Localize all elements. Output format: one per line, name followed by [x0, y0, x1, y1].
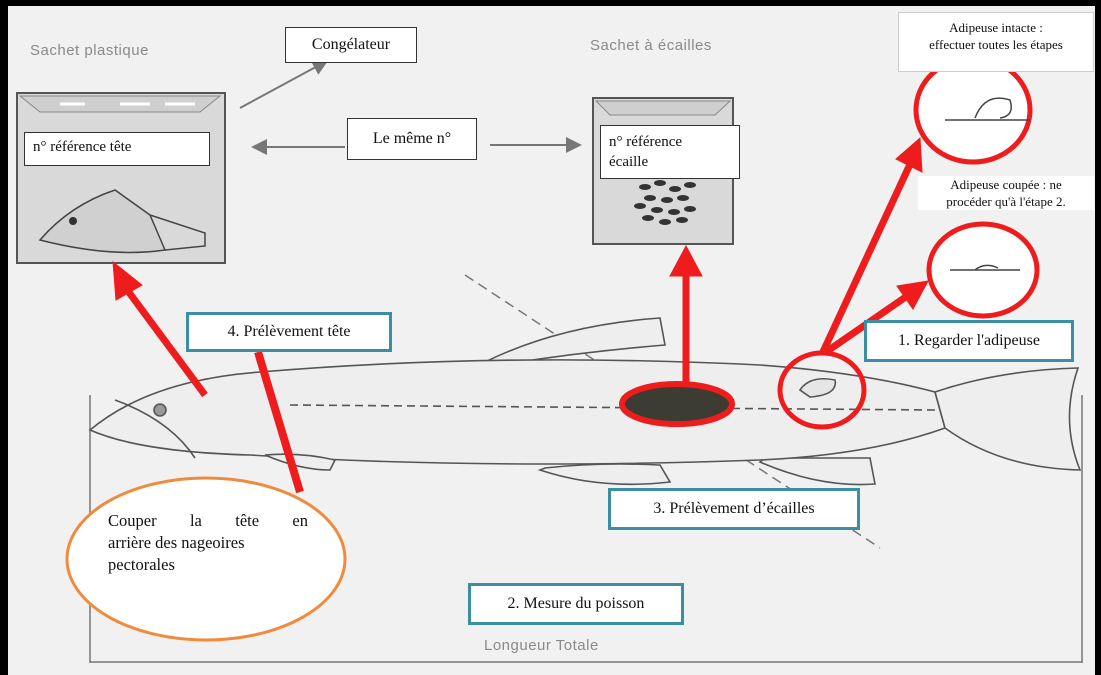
step-3-text: 3. Prélèvement d’écailles	[653, 500, 815, 517]
same-number-text: Le même n°	[372, 130, 452, 147]
callout-oval	[65, 476, 347, 642]
callout-line3: pectorales	[108, 555, 175, 574]
fish-drawing	[88, 317, 1082, 486]
adipose-intact-line2: effectuer toutes les étapes	[929, 37, 1063, 52]
adipose-intact-note: Adipeuse intacte : effectuer toutes les …	[898, 12, 1094, 72]
adipose-sketches	[945, 97, 1030, 271]
step-1-text: 1. Regarder l'adipeuse	[898, 332, 1040, 349]
freezer-text: Congélateur	[311, 36, 391, 53]
total-length-label: Longueur Totale	[484, 637, 599, 654]
scale-reference-line1: n° référence	[609, 134, 683, 150]
scale-sample-spot	[619, 381, 735, 427]
freezer-label: Congélateur	[285, 27, 417, 63]
callout-line2: arrière des nageoires	[108, 533, 245, 552]
step-4-box: 4. Prélèvement tête	[186, 312, 392, 352]
step-2-text: 2. Mesure du poisson	[507, 595, 645, 612]
step-2-box: 2. Mesure du poisson	[468, 583, 684, 625]
plastic-bag	[16, 92, 226, 264]
step-1-box: 1. Regarder l'adipeuse	[864, 320, 1074, 362]
adipose-cut-line2: procéder qu'à l'étape 2.	[946, 194, 1066, 209]
callout-text: Couper la tête en arrière des nageoires …	[108, 510, 308, 576]
gray-arrows	[239, 60, 582, 155]
scale-reference-label: n° référence écaille	[600, 125, 740, 179]
head-reference-text: n° référence tête	[33, 139, 132, 155]
adipose-cut-note: Adipeuse coupée : ne procéder qu'à l'éta…	[918, 176, 1094, 210]
head-reference-label: n° référence tête	[24, 132, 210, 166]
same-number-label: Le même n°	[347, 118, 477, 160]
plastic-bag-label: Sachet plastique	[30, 42, 149, 59]
callout-line1: Couper la tête en	[108, 511, 308, 530]
adipose-intact-line1: Adipeuse intacte :	[949, 20, 1043, 35]
adipose-cut-line1: Adipeuse coupée : ne	[950, 177, 1062, 192]
step-3-box: 3. Prélèvement d’écailles	[608, 488, 860, 530]
scale-bag-label: Sachet à écailles	[590, 37, 712, 54]
scale-reference-line2: écaille	[609, 154, 649, 170]
step-4-text: 4. Prélèvement tête	[227, 323, 351, 340]
